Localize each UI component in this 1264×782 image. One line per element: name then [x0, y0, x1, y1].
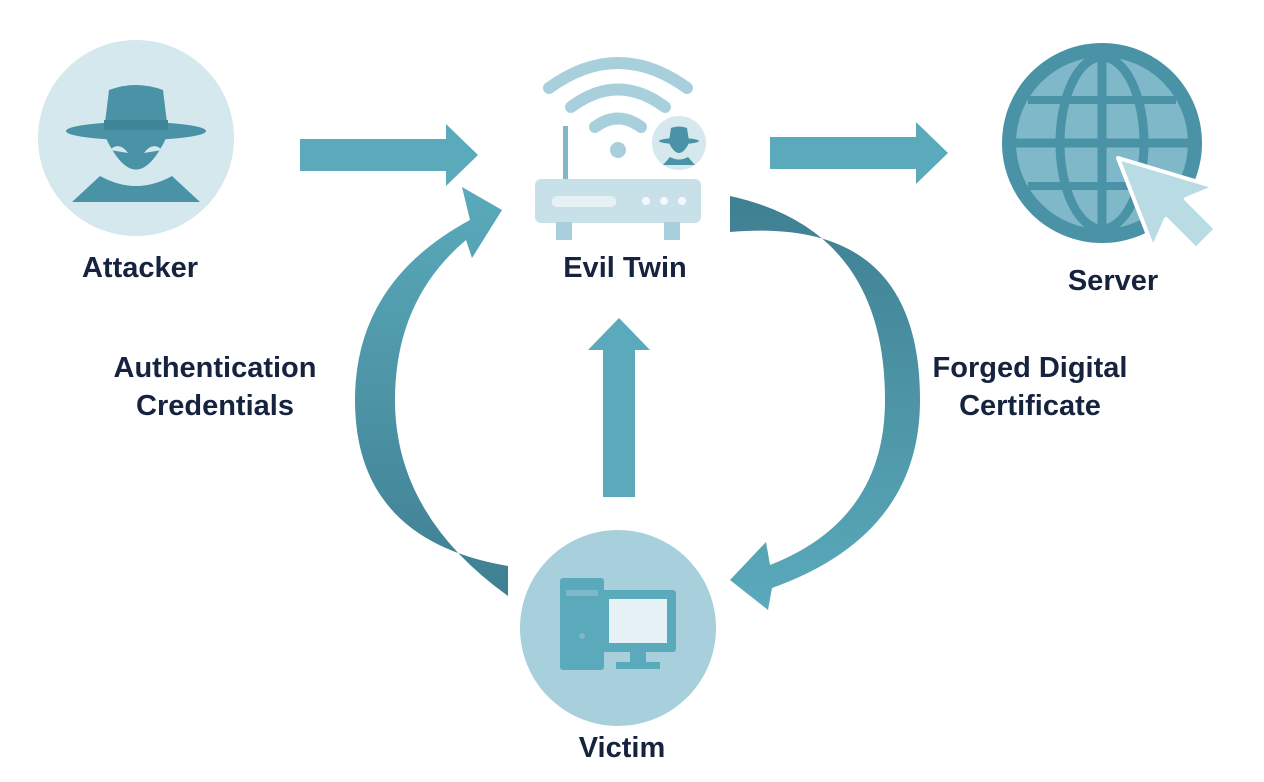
cursor-icon [1116, 156, 1218, 251]
router-icon [535, 57, 706, 240]
server-label: Server [1067, 265, 1159, 297]
arrow-evil-twin-to-victim-right [730, 196, 920, 610]
arrow-attacker-to-evil-twin [300, 124, 478, 186]
authentication-label-line-1: Authentication [113, 352, 317, 384]
authentication-label-line-2: Credentials [136, 390, 294, 422]
attacker-icon [38, 40, 234, 236]
spy-badge-icon [652, 116, 706, 170]
attacker-label: Attacker [81, 252, 199, 284]
forged-certificate-label: Forged Digital Certificate [895, 349, 1165, 425]
arrow-evil-twin-to-server [770, 122, 948, 184]
arrow-victim-to-evil-twin-left [355, 187, 508, 596]
arrow-victim-to-evil-twin-up [588, 318, 650, 497]
forged-label-line-1: Forged Digital [932, 352, 1128, 384]
authentication-credentials-label: Authentication Credentials [80, 349, 350, 425]
victim-computer-icon [520, 530, 716, 726]
forged-label-line-2: Certificate [959, 390, 1101, 422]
evil-twin-label: Evil Twin [563, 252, 687, 284]
victim-label: Victim [578, 732, 666, 764]
